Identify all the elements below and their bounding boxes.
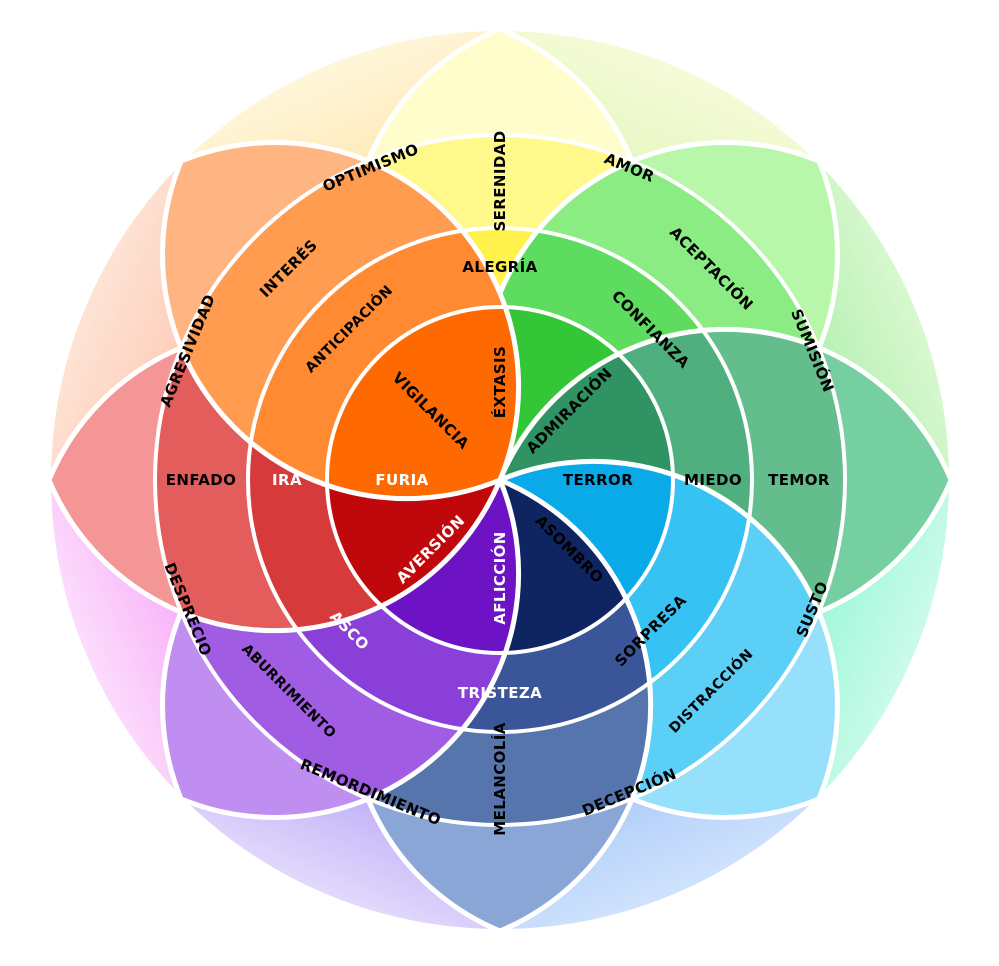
emotion-label-miedo-2: TEMOR [768,471,830,489]
petal-tristeza-level-2 [349,480,651,827]
emotion-label-ira-0: FURIA [375,471,428,489]
emotion-label-alegria-1: ALEGRÍA [462,257,537,276]
emotion-label-tristeza-0: AFLICCIÓN [490,531,509,625]
emotion-label-ira-1: IRA [272,471,302,489]
emotion-label-alegria-2: SERENIDAD [491,130,509,231]
emotion-label-alegria-0: ÉXTASIS [490,346,509,418]
petal-ira-level-2 [153,329,500,631]
emotion-label-miedo-0: TERROR [563,471,633,489]
petal-alegria-level-2 [349,133,651,480]
emotion-label-ira-2: ENFADO [166,471,237,489]
petal-layer [46,26,954,934]
emotion-label-miedo-1: MIEDO [684,471,742,489]
emotion-label-tristeza-1: TRISTEZA [458,684,542,702]
petal-miedo-level-2 [500,329,847,631]
emotion-label-tristeza-2: MELANCOLÍA [490,722,509,835]
petal-outline-anticipacion [160,140,521,501]
